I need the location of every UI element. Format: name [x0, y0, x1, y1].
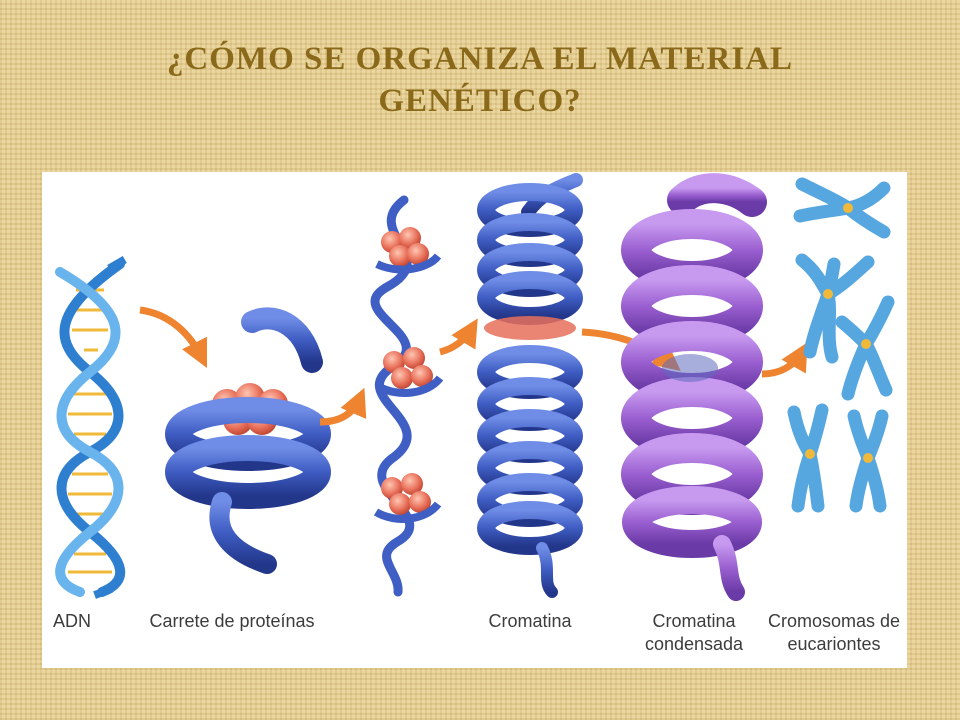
arrow-2 — [319, 387, 367, 426]
eukaryotic-chromosomes-illustration — [787, 177, 895, 513]
chromosome-5 — [847, 409, 889, 513]
chromosome-3 — [835, 295, 895, 401]
beads-on-string-illustration — [370, 195, 444, 597]
bead-cluster-2 — [375, 347, 444, 397]
page-title: ¿CÓMO SE ORGANIZA EL MATERIAL GENÉTICO? — [166, 41, 794, 119]
label-adn: ADN — [52, 611, 92, 631]
arrow-3 — [439, 318, 478, 356]
chromatin-illustration — [477, 173, 583, 598]
arrow-5 — [761, 342, 808, 378]
condensed-chromatin-illustration — [621, 173, 767, 601]
arrow-1 — [139, 306, 208, 369]
chromosome-4 — [787, 403, 829, 513]
chromosome-1 — [793, 177, 891, 239]
label-chromosomes-line2: eucariontes — [787, 634, 881, 654]
dna-organization-diagram — [55, 173, 895, 601]
label-protein-spool: Carrete de proteínas — [149, 611, 315, 631]
label-chromosomes-line1: Cromosomas de — [767, 611, 901, 631]
label-chromatin: Cromatina — [488, 611, 572, 631]
protein-spool-illustration — [165, 307, 331, 574]
label-condensed-chromatin-line2: condensada — [644, 634, 744, 654]
dna-helix-illustration — [55, 256, 127, 599]
diagram-panel: ADN Carrete de proteínas Cromatina Croma… — [42, 172, 907, 668]
chromosome-2 — [795, 253, 875, 364]
label-condensed-chromatin-line1: Cromatina — [652, 611, 736, 631]
bead-cluster-3 — [373, 473, 442, 523]
bead-cluster-1 — [375, 227, 442, 274]
